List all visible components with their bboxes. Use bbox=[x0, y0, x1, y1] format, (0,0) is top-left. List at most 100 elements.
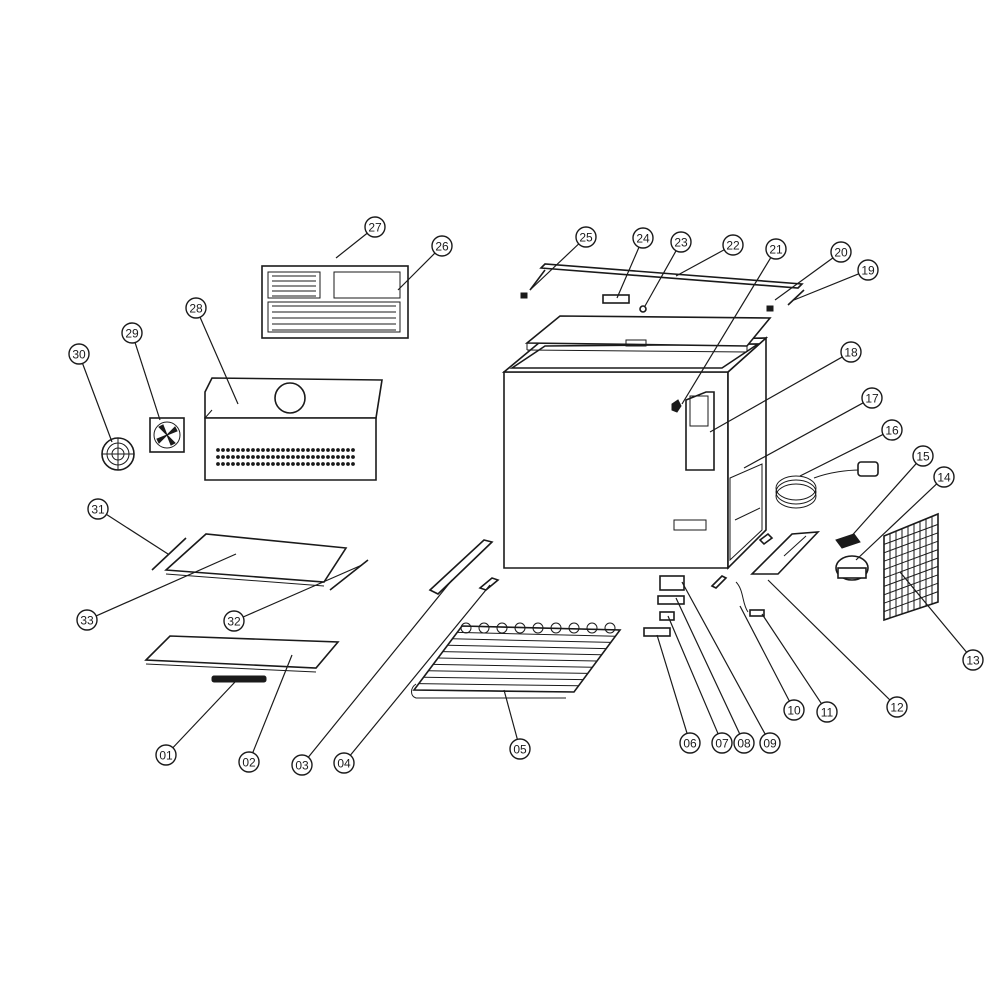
callout-leader bbox=[307, 579, 453, 758]
vent-hole bbox=[326, 462, 330, 466]
callout-17: 17 bbox=[743, 387, 883, 469]
callout-circle bbox=[881, 419, 903, 441]
callout-15: 15 bbox=[847, 445, 934, 541]
vent-hole bbox=[276, 455, 280, 459]
callout-circle bbox=[364, 216, 386, 238]
vent-hole bbox=[296, 462, 300, 466]
callout-26: 26 bbox=[397, 235, 453, 291]
callout-circle bbox=[765, 238, 787, 260]
callout-19: 19 bbox=[793, 259, 879, 301]
callout-leader bbox=[739, 605, 790, 702]
callout-number: 07 bbox=[715, 737, 729, 751]
cabinet-body bbox=[501, 336, 769, 570]
callout-number: 14 bbox=[937, 471, 951, 485]
vent-hole bbox=[346, 462, 350, 466]
callout-circle bbox=[861, 387, 883, 409]
callout-circle bbox=[759, 732, 781, 754]
coil-bend bbox=[604, 622, 616, 634]
callout-circle bbox=[223, 610, 245, 632]
callout-number: 17 bbox=[865, 392, 879, 406]
callout-number: 06 bbox=[683, 737, 697, 751]
vent-hole bbox=[346, 448, 350, 452]
vent-hole bbox=[281, 448, 285, 452]
vent-hole bbox=[316, 448, 320, 452]
coil-tube bbox=[413, 689, 575, 693]
vent-hole bbox=[316, 462, 320, 466]
callout-number: 21 bbox=[769, 243, 783, 257]
coil-tube bbox=[452, 638, 611, 643]
vent-hole bbox=[256, 462, 260, 466]
vent-hole bbox=[306, 448, 310, 452]
callout-number: 10 bbox=[787, 704, 801, 718]
callout-circle bbox=[679, 732, 701, 754]
vent-hole bbox=[266, 462, 270, 466]
vent-hole bbox=[261, 462, 265, 466]
callout-number: 26 bbox=[435, 240, 449, 254]
callout-01: 01 bbox=[155, 681, 236, 766]
compressor bbox=[835, 533, 869, 581]
coil-bend bbox=[568, 622, 580, 634]
callout-number: 13 bbox=[966, 654, 980, 668]
vent-hole bbox=[336, 448, 340, 452]
vent-hole bbox=[351, 448, 355, 452]
condenser-grille bbox=[883, 512, 939, 622]
vent-hole bbox=[251, 462, 255, 466]
callout-circle bbox=[912, 445, 934, 467]
callout-circle bbox=[857, 259, 879, 281]
callout-11: 11 bbox=[761, 613, 838, 723]
vent-hole bbox=[341, 448, 345, 452]
vent-hole bbox=[241, 455, 245, 459]
vent-hole bbox=[241, 448, 245, 452]
vent-hole bbox=[311, 455, 315, 459]
vent-hole bbox=[281, 462, 285, 466]
vent-hole bbox=[226, 448, 230, 452]
callout-leader bbox=[95, 553, 237, 617]
coil-tube bbox=[437, 657, 598, 662]
callout-leader bbox=[855, 483, 938, 561]
callout-leader bbox=[335, 232, 368, 259]
vent-hole bbox=[221, 462, 225, 466]
vent-hole bbox=[221, 455, 225, 459]
callout-leader bbox=[81, 363, 113, 443]
callout-number: 01 bbox=[159, 749, 173, 763]
vent-hole bbox=[351, 462, 355, 466]
vent-hole bbox=[341, 455, 345, 459]
callout-circle bbox=[711, 732, 733, 754]
condenser-coil bbox=[261, 265, 409, 339]
callout-leader bbox=[503, 689, 518, 740]
vent-hole bbox=[271, 455, 275, 459]
cabinet-lid bbox=[524, 315, 772, 353]
callout-10: 10 bbox=[739, 605, 805, 721]
vent-hole bbox=[241, 462, 245, 466]
vent-hole bbox=[296, 455, 300, 459]
callout-circle bbox=[816, 701, 838, 723]
callout-33: 33 bbox=[76, 553, 237, 631]
callout-number: 32 bbox=[227, 615, 241, 629]
callout-circle bbox=[87, 498, 109, 520]
callout-number: 27 bbox=[368, 221, 382, 235]
coil-bend bbox=[460, 622, 472, 634]
callout-08: 08 bbox=[675, 597, 755, 754]
vent-hole bbox=[306, 462, 310, 466]
callout-14: 14 bbox=[855, 466, 955, 561]
grille-bar bbox=[883, 591, 939, 613]
callout-23: 23 bbox=[644, 231, 692, 307]
callout-leader bbox=[252, 654, 293, 753]
vent-hole bbox=[321, 448, 325, 452]
vent-hole bbox=[336, 455, 340, 459]
shelf-glass bbox=[151, 533, 369, 591]
callout-number: 29 bbox=[125, 327, 139, 341]
callout-leader bbox=[774, 257, 834, 301]
callout-18: 18 bbox=[709, 341, 862, 433]
callout-circle bbox=[933, 466, 955, 488]
callout-leader bbox=[675, 249, 725, 277]
callout-number: 15 bbox=[916, 450, 930, 464]
callout-number: 24 bbox=[636, 232, 650, 246]
grille-bar bbox=[883, 565, 939, 587]
callout-circle bbox=[575, 226, 597, 248]
callout-leader bbox=[709, 356, 843, 433]
vent-hole bbox=[281, 455, 285, 459]
callout-13: 13 bbox=[899, 571, 984, 671]
vent-hole bbox=[216, 462, 220, 466]
callout-circle bbox=[431, 235, 453, 257]
